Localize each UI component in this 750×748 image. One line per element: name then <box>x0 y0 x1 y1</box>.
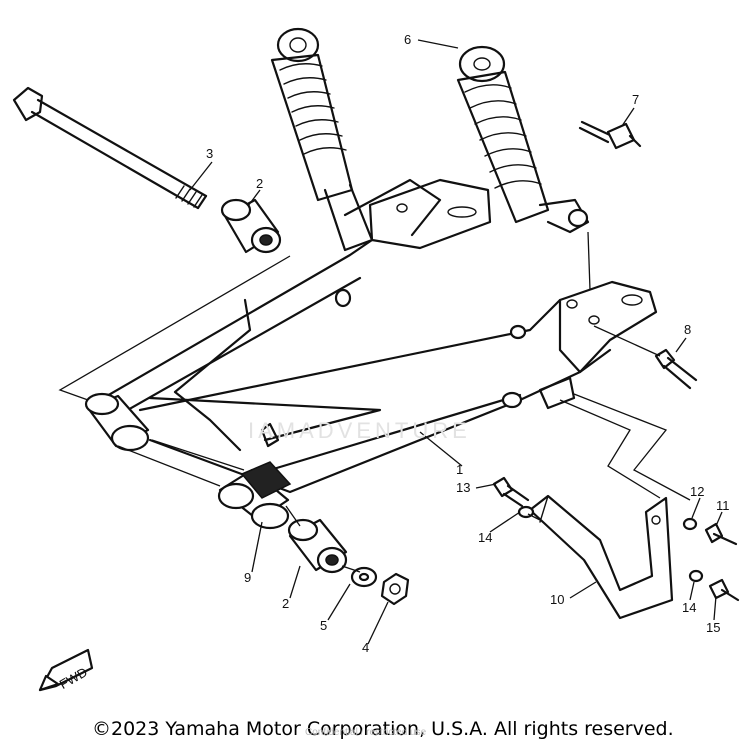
callout-1: 1 <box>456 462 463 477</box>
callout-4: 4 <box>362 640 369 655</box>
washer-and-nut <box>350 566 410 606</box>
callout-6: 6 <box>404 32 411 47</box>
chain-guard-bracket <box>528 494 674 620</box>
callout-2-upper: 2 <box>256 176 263 191</box>
leader-lines <box>189 39 723 645</box>
callout-numbers: 1 2 2 3 4 5 6 7 8 9 10 11 12 13 14 14 15 <box>206 32 730 655</box>
left-shock-absorber <box>270 27 442 252</box>
watermark-subtext: Confidential / restricted use <box>305 727 427 738</box>
callout-2-lower: 2 <box>282 596 289 611</box>
callout-15: 15 <box>706 620 720 635</box>
bushing-lower <box>287 518 348 574</box>
callout-12: 12 <box>690 484 704 499</box>
shock-bolt-lower <box>654 348 698 390</box>
callout-3: 3 <box>206 146 213 161</box>
bracket-fasteners <box>492 476 740 602</box>
callout-5: 5 <box>320 618 327 633</box>
callout-9: 9 <box>244 570 251 585</box>
callout-14-right: 14 <box>682 600 696 615</box>
callout-8: 8 <box>684 322 691 337</box>
rear-arm <box>98 178 658 494</box>
callout-14-left: 14 <box>478 530 492 545</box>
callout-11: 11 <box>716 498 730 513</box>
alignment-lines <box>58 231 691 573</box>
callout-10: 10 <box>550 592 564 607</box>
callout-7: 7 <box>632 92 639 107</box>
bushing-upper <box>220 198 282 254</box>
right-shock-absorber <box>456 45 590 234</box>
watermark: IAMADVENTURE <box>248 418 471 443</box>
shock-bolt-upper <box>578 120 642 150</box>
pivot-bosses <box>84 392 292 530</box>
callout-13: 13 <box>456 480 470 495</box>
pivot-shaft-bolt <box>12 86 208 210</box>
copyright-notice: ©2023 Yamaha Motor Corporation, U.S.A. A… <box>92 718 674 740</box>
fwd-arrow-icon: FWD <box>38 648 94 692</box>
